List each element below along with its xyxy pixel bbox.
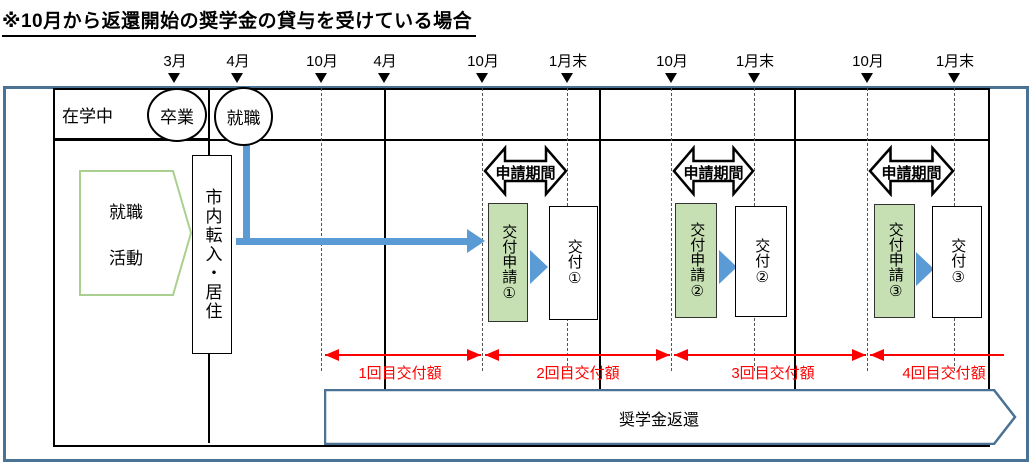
grant-box-3: 交付③ [932, 206, 982, 318]
timeline-marker-icon [665, 73, 677, 83]
payment-span-label: 2回目交付額 [536, 365, 620, 382]
employment-connector-vertical [243, 142, 250, 244]
enrolled-label: 在学中 [62, 107, 113, 126]
column-line [794, 88, 796, 443]
grant-label: 交付① [565, 239, 583, 287]
timeline-label: 4月 [226, 53, 250, 70]
header-row-divider-left [53, 138, 209, 141]
job-hunting-label: 就職 活動 [79, 190, 173, 282]
grant-step-arrow-icon [916, 252, 934, 286]
grant-application-label: 交付申請③ [886, 222, 904, 300]
payment-span-arrowhead-icon [325, 349, 339, 361]
page-title: ※10月から返還開始の奨学金の貸与を受けている場合 [2, 6, 477, 37]
timeline-label: 10月 [306, 53, 338, 70]
payment-span-arrowhead-icon [467, 349, 481, 361]
grant-step-arrow-icon [719, 250, 737, 284]
job-hunting-line2: 活動 [109, 249, 143, 268]
timeline-marker-icon [861, 73, 873, 83]
payment-span-arrowhead-icon [674, 349, 688, 361]
grant-box-2: 交付② [735, 206, 787, 317]
timeline-label: 1月末 [735, 53, 775, 70]
repayment-arrow-shape [324, 389, 1017, 445]
timeline-label: 1月末 [548, 53, 588, 70]
timeline-label: 3月 [163, 53, 187, 70]
application-period-label: 申請期間 [495, 165, 556, 182]
timeline-marker-icon [561, 73, 573, 83]
timeline-marker-icon [168, 73, 180, 83]
grant-step-arrow-icon [530, 250, 548, 284]
timeline-label: 10月 [852, 53, 884, 70]
grant-application-box-3: 交付申請③ [874, 204, 915, 318]
payment-span-label: 3回目交付額 [731, 365, 815, 382]
timeline-label: 1月末 [935, 53, 975, 70]
residence-box: 市内転入・居住 [192, 155, 232, 354]
timeline-label: 10月 [656, 53, 688, 70]
timeline-label: 4月 [373, 53, 397, 70]
grant-application-box-2: 交付申請② [675, 203, 717, 318]
grant-application-label: 交付申請① [500, 223, 518, 302]
payment-span-arrowhead-icon [485, 349, 499, 361]
column-line [599, 88, 601, 443]
application-period-arrow-icon [483, 144, 568, 198]
timeline-marker-icon [378, 73, 390, 83]
grant-label: 交付② [753, 237, 771, 286]
dashed-line-oct [671, 88, 672, 371]
grant-application-label: 交付申請② [688, 221, 706, 300]
employment-circle: 就職 [214, 87, 273, 146]
application-period-arrow-icon [672, 144, 755, 198]
dashed-line-oct [867, 88, 868, 371]
payment-span-arrowhead-icon [656, 349, 670, 361]
payment-span-line [870, 354, 1004, 356]
job-hunting-line1: 就職 [109, 203, 143, 222]
column-line [384, 88, 386, 443]
residence-label: 市内転入・居住 [202, 188, 222, 321]
repayment-label: 奨学金返還 [618, 412, 699, 429]
payment-span-label: 4回目交付額 [902, 365, 986, 382]
grant-application-box-1: 交付申請① [488, 203, 528, 322]
payment-span-line [485, 354, 670, 356]
outer-frame [3, 86, 1029, 462]
timeline-marker-icon [948, 73, 960, 83]
graduation-circle: 卒業 [147, 88, 207, 142]
timeline-marker-icon [476, 73, 488, 83]
payment-span-arrowhead-icon [870, 349, 884, 361]
timeline-marker-icon [231, 73, 243, 83]
grant-label: 交付③ [949, 238, 967, 286]
grant-box-1: 交付① [549, 206, 598, 320]
header-row-divider [53, 139, 990, 141]
timeline-marker-icon [748, 73, 760, 83]
payment-span-line [325, 354, 481, 356]
application-period-label: 申請期間 [683, 165, 744, 182]
timeline-label: 10月 [467, 53, 499, 70]
payment-span-label: 1回目交付額 [358, 365, 442, 382]
application-period-arrow-icon [868, 144, 955, 198]
application-period-label: 申請期間 [881, 165, 942, 182]
payment-span-line [674, 354, 866, 356]
employment-connector-horizontal [236, 238, 468, 245]
employment-connector-arrowhead-icon [467, 229, 485, 253]
job-hunting-shape [79, 170, 192, 296]
payment-span-arrowhead-icon [852, 349, 866, 361]
dashed-line-oct [321, 88, 322, 371]
timeline-table [53, 88, 990, 447]
timeline-marker-icon [315, 73, 327, 83]
